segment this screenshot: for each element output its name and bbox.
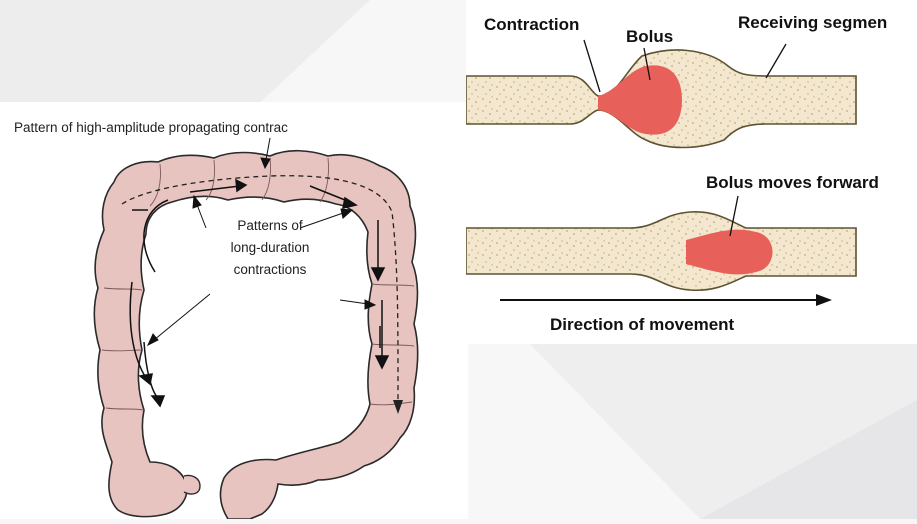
bolus-top: [598, 65, 682, 134]
colon-diagram: Pattern of high-amplitude propagating co…: [0, 102, 468, 519]
patterns-label-line-3: contractions: [234, 262, 307, 277]
long-duration-arrows: [130, 180, 388, 406]
bolus-label: Bolus: [626, 27, 673, 46]
tube-bottom: [466, 212, 856, 290]
contraction-label: Contraction: [484, 15, 579, 34]
peristalsis-diagram-panel: Contraction Bolus Receiving segmen Bolus…: [466, 0, 917, 344]
colon-shape: [94, 151, 417, 519]
patterns-label-line-1: Patterns of: [237, 218, 303, 233]
receiving-segment-label: Receiving segmen: [738, 13, 887, 32]
colon-diagram-panel: Pattern of high-amplitude propagating co…: [0, 102, 468, 519]
bolus-moves-forward-label: Bolus moves forward: [706, 173, 879, 192]
appendix-shape: [184, 475, 200, 494]
direction-of-movement-label: Direction of movement: [550, 315, 735, 334]
peristalsis-diagram: Contraction Bolus Receiving segmen Bolus…: [466, 0, 917, 344]
direction-arrowhead: [816, 294, 832, 306]
patterns-label-line-2: long-duration: [231, 240, 310, 255]
colon-title: Pattern of high-amplitude propagating co…: [14, 120, 288, 135]
